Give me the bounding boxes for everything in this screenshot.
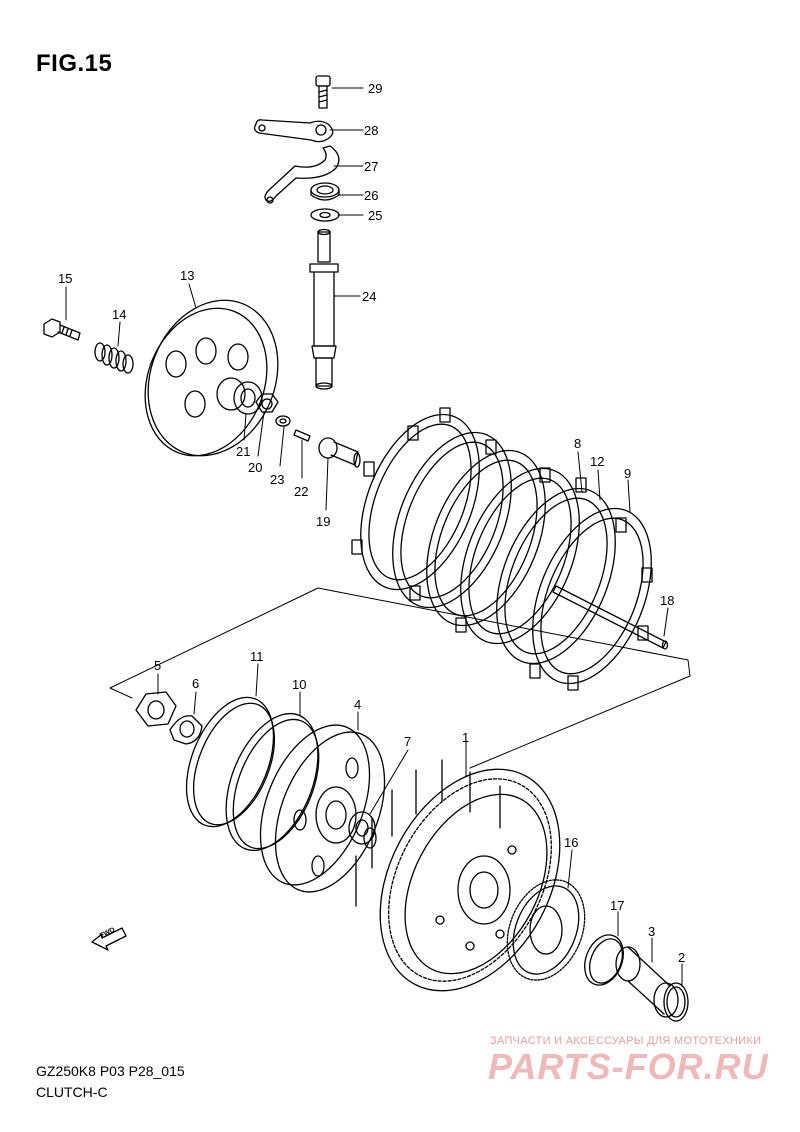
part-26-seal xyxy=(310,182,340,201)
part-2-washer xyxy=(663,982,689,1022)
part-10-plate xyxy=(225,712,320,852)
part-3-spacer xyxy=(615,946,679,1018)
callout-1: 1 xyxy=(462,730,469,745)
callout-23: 23 xyxy=(270,472,284,487)
callout-29: 29 xyxy=(368,81,382,96)
callout-24: 24 xyxy=(362,289,376,304)
callout-28: 28 xyxy=(364,123,378,138)
part-13-pressure-plate xyxy=(144,299,279,457)
callout-18: 18 xyxy=(660,593,674,608)
callout-9: 9 xyxy=(624,466,631,481)
part-23-washer xyxy=(275,415,291,427)
callout-7: 7 xyxy=(404,734,411,749)
leader-lines xyxy=(65,87,683,987)
callout-20: 20 xyxy=(248,460,262,475)
part-29-bolt xyxy=(315,75,331,109)
callout-10: 10 xyxy=(292,677,306,692)
callout-11: 11 xyxy=(250,649,264,664)
part-25-washer xyxy=(310,208,340,222)
part-19-push-piece xyxy=(318,437,361,468)
part-24-shaft xyxy=(309,228,339,390)
section-name: CLUTCH-C xyxy=(36,1084,108,1100)
callout-4: 4 xyxy=(354,697,361,712)
part-6-washer xyxy=(169,715,203,745)
clutch-plate-stack xyxy=(351,407,653,691)
part-5-nut xyxy=(135,691,177,727)
callout-labels: 29 28 27 26 25 24 15 14 13 21 20 23 22 1… xyxy=(58,81,685,965)
watermark-brand: PARTS-FOR.RU xyxy=(488,1046,769,1087)
part-11-ring xyxy=(185,696,275,828)
forward-arrow-icon xyxy=(91,927,127,951)
part-7-washer xyxy=(348,811,376,845)
part-18-push-rod xyxy=(552,585,669,650)
part-27-arm xyxy=(264,145,340,204)
callout-5: 5 xyxy=(154,658,161,673)
part-20-nut xyxy=(255,393,279,413)
part-14-spring xyxy=(94,342,134,374)
part-21-bearing xyxy=(233,381,263,415)
part-16-gear xyxy=(506,879,586,981)
callout-26: 26 xyxy=(364,188,378,203)
callout-16: 16 xyxy=(564,835,578,850)
callout-27: 27 xyxy=(364,159,378,174)
figure-title: FIG.15 xyxy=(36,50,113,77)
part-15-bolt xyxy=(43,318,81,341)
callout-12: 12 xyxy=(590,454,604,469)
part-28-lever xyxy=(253,119,334,143)
part-4-sleeve-hub xyxy=(259,724,386,893)
callout-25: 25 xyxy=(368,208,382,223)
callout-14: 14 xyxy=(112,307,126,322)
callout-21: 21 xyxy=(236,444,250,459)
assembly-bracket-outline xyxy=(109,587,691,769)
callout-22: 22 xyxy=(294,484,308,499)
callout-6: 6 xyxy=(192,676,199,691)
part-22-pin xyxy=(293,429,311,442)
part-17-ring xyxy=(584,934,624,986)
callout-3: 3 xyxy=(648,924,655,939)
callout-15: 15 xyxy=(58,271,72,286)
callout-19: 19 xyxy=(316,514,330,529)
model-code: GZ250K8 P03 P28_015 xyxy=(36,1063,185,1079)
callout-17: 17 xyxy=(610,898,624,913)
callout-8: 8 xyxy=(574,436,581,451)
watermark-tagline: ЗАПЧАСТИ И АКСЕССУАРЫ ДЛЯ МОТОТЕХНИКИ xyxy=(490,1035,762,1047)
callout-2: 2 xyxy=(678,950,685,965)
callout-13: 13 xyxy=(180,268,194,283)
